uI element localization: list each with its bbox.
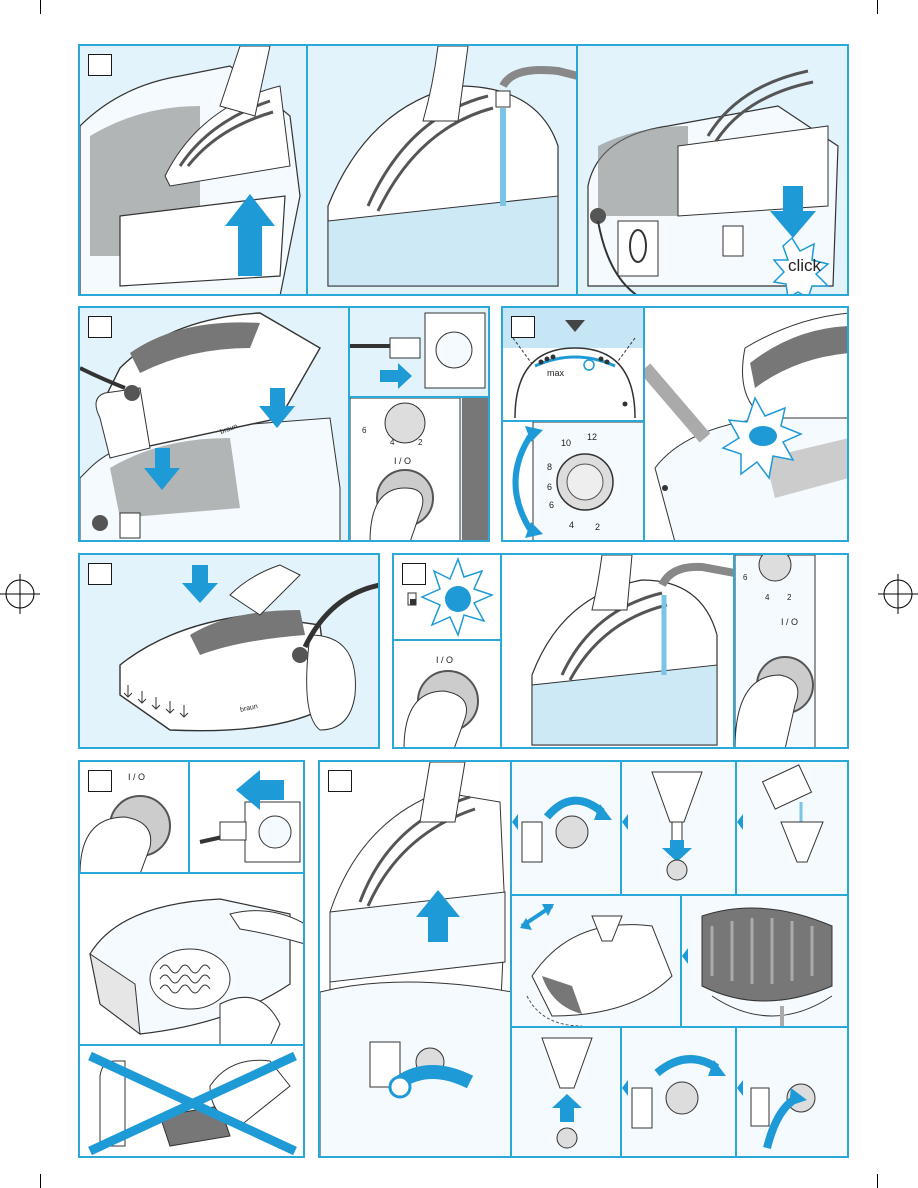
power-switch-label: I / O xyxy=(781,617,799,627)
step-1-frame: click xyxy=(78,44,849,296)
step-6-panel-clean-soleplate xyxy=(79,873,304,1045)
chevron-arrow-icon xyxy=(682,948,688,964)
step-6-frame: I / O xyxy=(78,760,305,1158)
power-switch-label: I / O xyxy=(436,655,454,665)
click-burst-icon xyxy=(772,236,830,294)
down-arrow-icon xyxy=(259,388,295,428)
curved-arrow-icon xyxy=(543,796,605,820)
step-7-panel-pour-water xyxy=(736,761,848,895)
step-5-panel-refill xyxy=(501,554,734,748)
step-6-panel-power-off: I / O xyxy=(79,761,189,873)
down-arrow-icon xyxy=(144,448,180,490)
step-1-panel-fill-tank xyxy=(307,45,577,295)
large-dial-10: 10 xyxy=(561,438,572,448)
step-6-panel-unplug xyxy=(189,761,304,873)
large-dial-6b: 6 xyxy=(549,500,555,510)
dial-max-label: max xyxy=(547,368,565,378)
chevron-arrow-icon xyxy=(622,1080,628,1096)
steam-icon xyxy=(123,685,189,718)
step-number-box xyxy=(88,770,112,792)
down-arrow-icon xyxy=(662,840,692,862)
step-5-frame: I / O 6 4 2 I / O xyxy=(392,553,849,749)
step-7-panel-open-cap xyxy=(511,761,621,895)
step-4-panel-steam: braun xyxy=(79,554,379,748)
step-7-panel-reinsert-funnel xyxy=(511,1027,621,1157)
crop-mark-top-right xyxy=(877,0,878,14)
left-arrow-icon xyxy=(236,770,284,810)
down-arrow-icon xyxy=(182,565,218,603)
crop-mark-bottom-right xyxy=(877,1174,878,1188)
step-number-box xyxy=(511,316,535,338)
step-2-frame: braun 6 4 2 I / O xyxy=(78,306,490,542)
up-arrow-icon xyxy=(416,890,460,942)
large-dial-12: 12 xyxy=(587,432,598,442)
step-number-box xyxy=(402,563,426,585)
step-5-panel-water-lamp xyxy=(393,554,501,640)
step-4-frame: braun xyxy=(78,553,380,749)
power-switch-label: I / O xyxy=(128,772,146,782)
step-5-panel-power-off: I / O xyxy=(393,640,501,748)
registration-mark-right xyxy=(878,574,918,614)
up-arrow-icon xyxy=(552,1094,582,1122)
chevron-arrow-icon xyxy=(737,814,743,830)
step-3-frame: max 12 10 8 6 6 4 2 xyxy=(501,306,849,542)
step-3-panel-dial-max: max xyxy=(502,307,644,421)
step-number-box xyxy=(88,54,112,76)
dial-number-6: 6 xyxy=(362,426,367,435)
step-7-panel-insert-funnel xyxy=(621,761,736,895)
dial-number-6: 6 xyxy=(743,573,748,582)
large-dial-4: 4 xyxy=(569,520,575,530)
crop-mark-bottom-left xyxy=(40,1174,41,1188)
step-3-panel-indicator-lamp xyxy=(644,307,848,541)
dial-number-2: 2 xyxy=(418,438,423,447)
step-7-panel-remove-tank xyxy=(319,761,511,1157)
curved-arrow-icon xyxy=(512,430,536,536)
step-6-panel-do-not-use xyxy=(79,1045,304,1157)
water-drop-icon xyxy=(410,599,416,605)
crop-mark-top-left xyxy=(40,0,41,14)
steam-icon xyxy=(583,359,595,371)
step-3-panel-dial-rotate: 12 10 8 6 6 4 2 xyxy=(502,421,644,541)
chevron-arrow-icon xyxy=(512,814,518,830)
step-1-panel-remove-tank xyxy=(79,45,307,295)
dial-number-4: 4 xyxy=(765,593,770,602)
registration-mark-left xyxy=(0,574,40,614)
step-number-box xyxy=(328,770,352,792)
step-7-panel-remove-filter xyxy=(511,895,681,1027)
step-7-panel-secure-cap xyxy=(736,1027,848,1157)
large-dial-2: 2 xyxy=(595,522,601,532)
chevron-arrow-icon xyxy=(622,814,628,830)
step-1-panel-insert-tank: click xyxy=(577,45,848,295)
step-number-box xyxy=(88,563,112,585)
plug-icon xyxy=(219,821,247,841)
large-dial-8: 8 xyxy=(547,462,553,472)
dial-number-2: 2 xyxy=(787,593,792,602)
click-label: click xyxy=(788,256,822,275)
right-arrow-icon xyxy=(380,363,412,389)
step-2-panel-plug-in xyxy=(349,307,489,397)
chevron-arrow-icon xyxy=(737,1080,743,1096)
step-5-panel-power-on: 6 4 2 I / O xyxy=(734,554,848,748)
step-7-panel-rinse-filter xyxy=(681,895,848,1027)
large-dial-6a: 6 xyxy=(547,482,553,492)
step-2-panel-place-iron: braun xyxy=(79,307,349,541)
down-arrow-icon xyxy=(770,186,816,238)
step-7-panel-close-cap xyxy=(621,1027,736,1157)
power-switch-label: I / O xyxy=(394,456,412,466)
step-7-frame xyxy=(318,760,849,1158)
step-number-box xyxy=(88,316,112,338)
indicator-triangle-icon xyxy=(565,320,585,332)
up-arrow-icon xyxy=(225,194,275,276)
curved-arrow-icon xyxy=(654,1055,720,1077)
dial-number-4: 4 xyxy=(390,438,395,447)
step-2-panel-power-on: 6 4 2 I / O xyxy=(349,397,489,541)
